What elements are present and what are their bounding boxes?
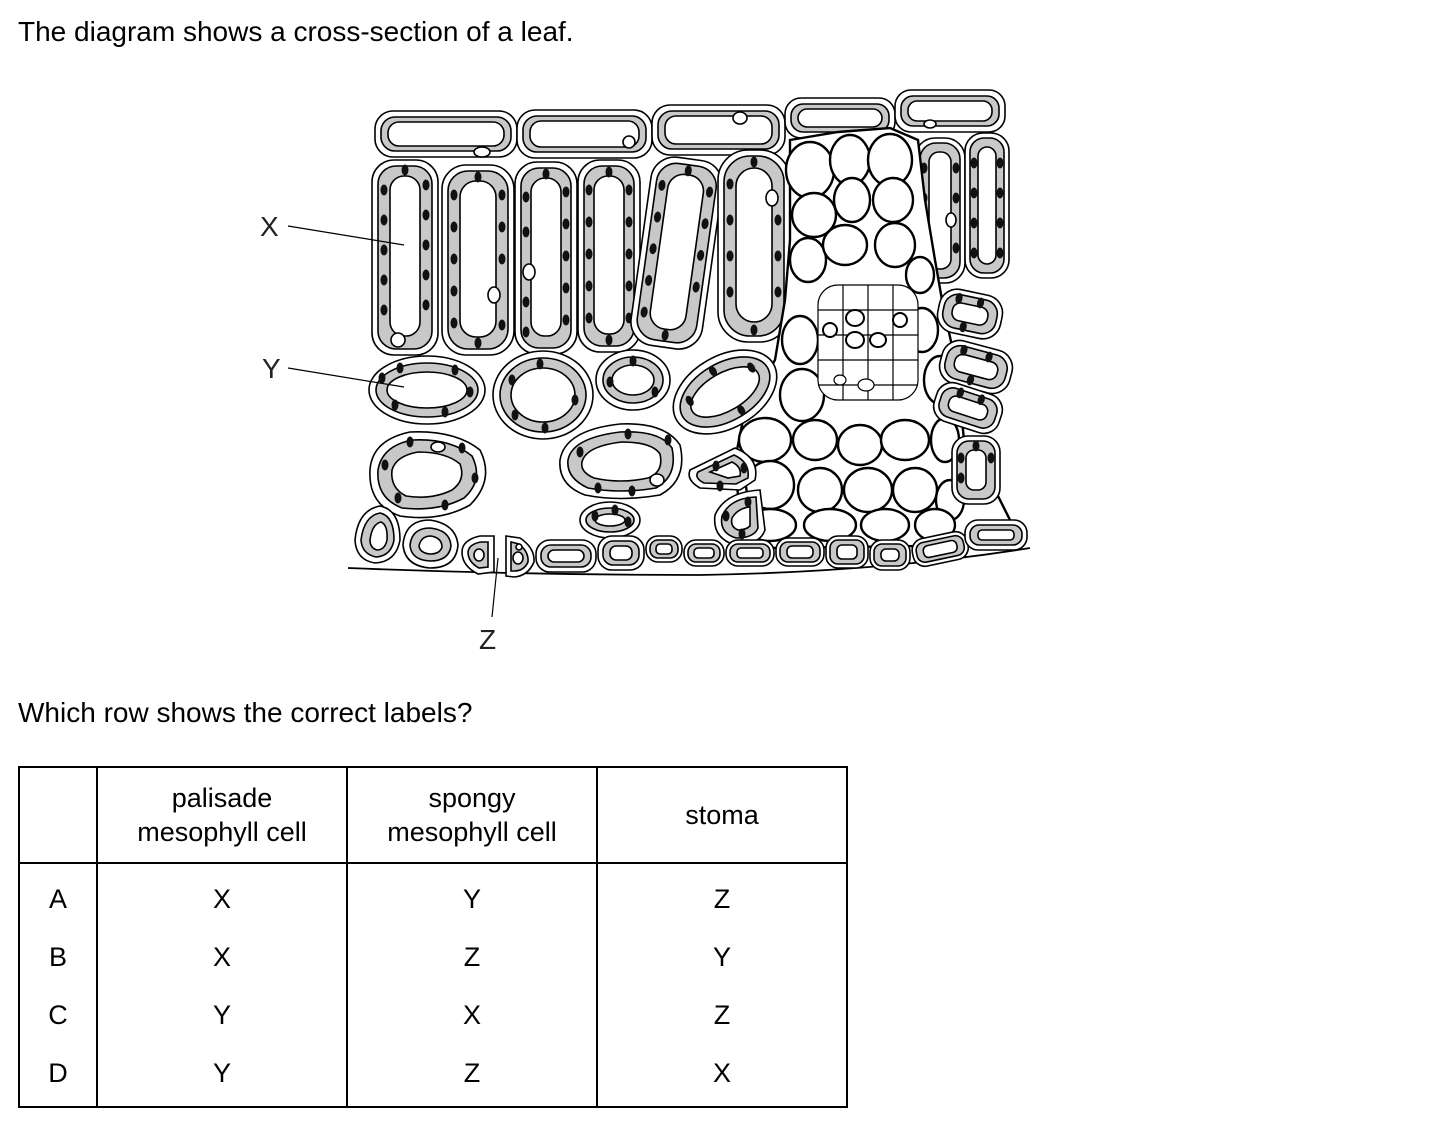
cell-stoma: Z: [596, 986, 848, 1044]
header-palisade-line2: mesophyll cell: [137, 817, 307, 847]
question-prompt: Which row shows the correct labels?: [18, 697, 473, 728]
label-x-text: X: [260, 211, 279, 242]
header-spongy: spongy mesophyll cell: [346, 767, 598, 864]
label-y-text: Y: [262, 353, 281, 384]
leaf-cross-section-diagram: X Y Z: [260, 89, 1031, 655]
question-intro: The diagram shows a cross-section of a l…: [18, 16, 574, 47]
label-z-leader: [491, 557, 499, 618]
option-key: A: [18, 863, 98, 928]
header-palisade-line1: palisade: [171, 783, 273, 813]
header-stoma: stoma: [596, 767, 848, 864]
header-palisade: palisade mesophyll cell: [96, 767, 348, 864]
label-x: X: [260, 211, 405, 246]
label-z: Z: [479, 557, 499, 655]
lower-epidermis: [347, 505, 1031, 578]
table-row[interactable]: A X Y Z: [18, 863, 848, 928]
cell-stoma: Z: [596, 863, 848, 928]
spongy-layer: [368, 349, 778, 546]
table-row[interactable]: C Y X Z: [18, 986, 848, 1044]
cell-stoma: Y: [596, 928, 848, 986]
cell-stoma: X: [596, 1044, 848, 1107]
label-y-leader: [287, 367, 405, 388]
cell-palisade: X: [96, 928, 348, 986]
cell-spongy: X: [346, 986, 598, 1044]
cell-palisade: Y: [96, 986, 348, 1044]
header-spongy-line2: mesophyll cell: [387, 817, 557, 847]
right-spongy-cells: [932, 288, 1014, 505]
cell-spongy: Z: [346, 1044, 598, 1107]
table-row[interactable]: B X Z Y: [18, 928, 848, 986]
option-key: B: [18, 928, 98, 986]
label-y: Y: [262, 353, 405, 388]
answer-options-table: palisade mesophyll cell spongy mesophyll…: [18, 766, 848, 1108]
option-key: D: [18, 1044, 98, 1107]
header-key: [18, 767, 98, 864]
label-z-text: Z: [479, 624, 496, 655]
cell-spongy: Z: [346, 928, 598, 986]
label-x-leader: [287, 225, 405, 246]
header-spongy-line1: spongy: [428, 783, 516, 813]
upper-epidermis: [374, 89, 1006, 159]
table-row[interactable]: D Y Z X: [18, 1044, 848, 1107]
palisade-layer: [371, 132, 1010, 356]
cell-spongy: Y: [346, 863, 598, 928]
cell-palisade: X: [96, 863, 348, 928]
cell-palisade: Y: [96, 1044, 348, 1107]
option-key: C: [18, 986, 98, 1044]
table-header-row: palisade mesophyll cell spongy mesophyll…: [18, 767, 848, 864]
